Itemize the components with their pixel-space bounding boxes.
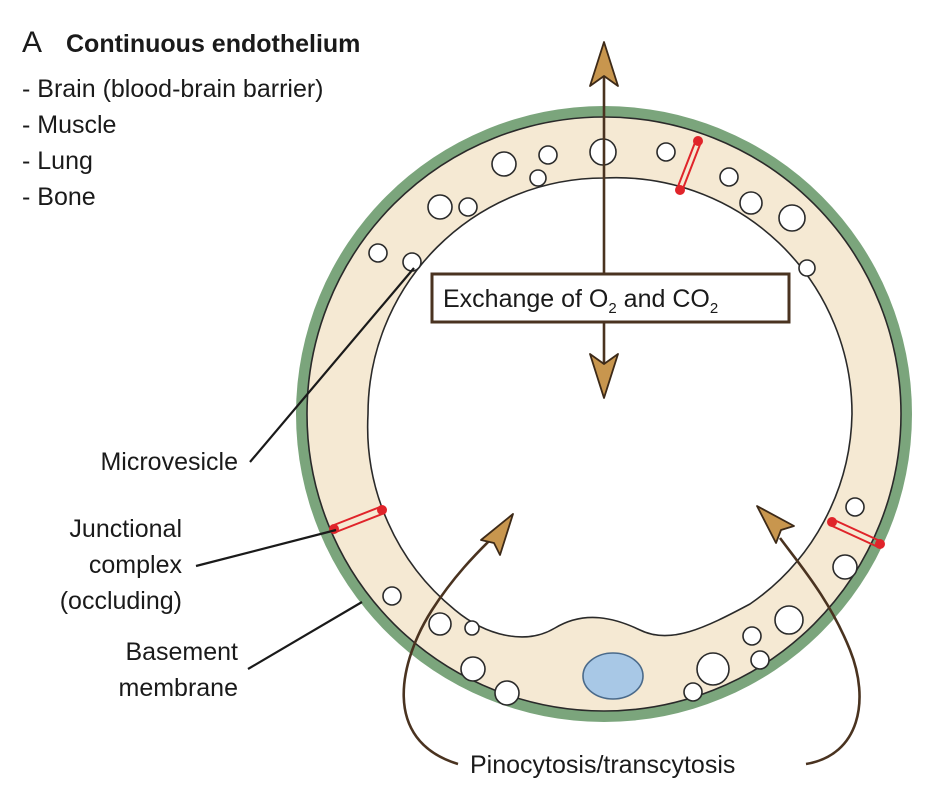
vesicle xyxy=(739,191,763,215)
vesicle xyxy=(696,652,730,686)
vesicle xyxy=(491,151,517,177)
vesicle xyxy=(402,252,422,272)
vesicle xyxy=(774,605,804,635)
microvesicle-label: Microvesicle xyxy=(100,448,238,476)
vesicle xyxy=(832,554,858,580)
pinocytosis-arrowhead-right xyxy=(756,505,795,544)
vesicle xyxy=(798,259,816,277)
location-muscle: - Muscle xyxy=(22,111,116,139)
vesicle xyxy=(428,612,452,636)
vesicle xyxy=(464,620,480,636)
exchange-arrowhead-down xyxy=(589,353,619,399)
vesicle xyxy=(427,194,453,220)
junctional-leader xyxy=(195,528,337,568)
vesicle xyxy=(742,626,762,646)
vesicle xyxy=(719,167,739,187)
title-text: Continuous endothelium xyxy=(66,30,360,58)
pinocytosis-arrow-left xyxy=(402,537,493,766)
vesicle xyxy=(538,145,558,165)
vesicle xyxy=(460,656,486,682)
exchange-arrowhead-up xyxy=(589,41,619,87)
location-bone: - Bone xyxy=(22,183,96,211)
location-brain: - Brain (blood-brain barrier) xyxy=(22,75,324,103)
pinocytosis-arrowhead-left xyxy=(480,513,514,556)
basement-label-line1: Basement xyxy=(125,638,238,666)
vesicle xyxy=(778,204,806,232)
basement-label-line2: membrane xyxy=(119,674,239,702)
vesicle xyxy=(458,197,478,217)
pinocytosis-label: Pinocytosis/transcytosis xyxy=(470,751,735,779)
junctional-label-line1: Junctional xyxy=(69,515,182,543)
vesicle xyxy=(529,169,547,187)
vesicle xyxy=(845,497,865,517)
vessel-lumen xyxy=(366,176,853,638)
junctional-complex-top xyxy=(675,136,703,195)
junctional-label-line3: (occluding) xyxy=(60,587,182,615)
vesicle xyxy=(683,682,703,702)
location-lung: - Lung xyxy=(22,147,93,175)
junctional-label-line2: complex xyxy=(89,551,183,579)
vesicle xyxy=(750,650,770,670)
exchange-label: Exchange of O2 and CO2 xyxy=(443,285,718,317)
title-letter: A xyxy=(22,26,42,59)
exchange-label-box xyxy=(430,272,791,324)
vesicle xyxy=(368,243,388,263)
junctional-complex-right xyxy=(827,517,885,549)
vesicle xyxy=(656,142,676,162)
basement-leader xyxy=(247,601,363,670)
nucleus xyxy=(582,652,644,700)
vesicle xyxy=(494,680,520,706)
pinocytosis-arrow-right xyxy=(778,537,861,766)
vesicle xyxy=(382,586,402,606)
microvesicle-leader xyxy=(249,267,415,463)
